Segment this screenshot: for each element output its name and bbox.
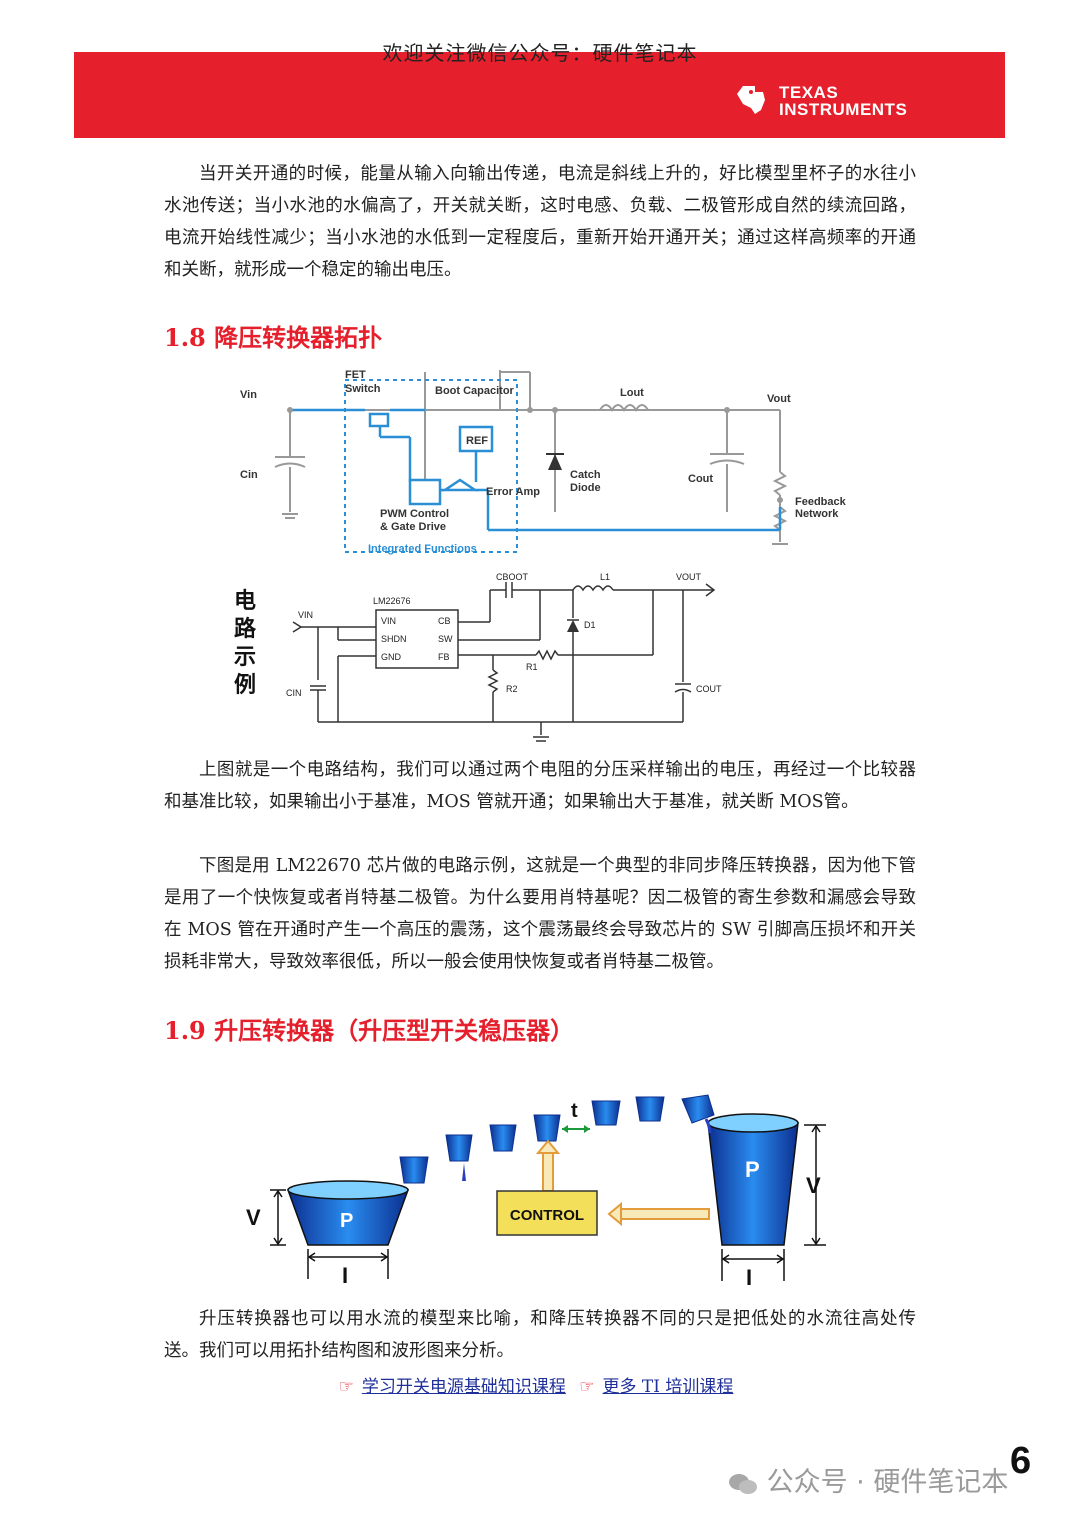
pointing-hand-icon: ☞ [338,1377,354,1397]
label-cin2: CIN [286,688,302,698]
label-pwm-2: & Gate Drive [380,521,446,533]
label-feedback-1: Feedback [795,496,847,508]
label-fet-1: FET [345,369,366,381]
pin-cb: CB [438,616,451,626]
label-cout2: COUT [696,684,722,694]
label-ref: REF [466,435,488,447]
v-right: V [806,1173,821,1198]
pointing-hand-icon: ☞ [579,1377,595,1397]
paragraph-1: 当开关开通的时候，能量从输入向输出传递，电流是斜线上升的，好比模型里杯子的水往小… [164,164,916,280]
label-pwm-1: PWM Control [380,508,449,520]
label-vout: Vout [767,393,791,405]
footer-watermark: 公众号 · 硬件笔记本 [728,1460,1008,1499]
pin-fb: FB [438,652,450,662]
label-error-amp: Error Amp [486,486,540,498]
link-switching-power-course[interactable]: 学习开关电源基础知识课程 [361,1377,566,1397]
paragraph-4: 升压转换器也可以用水流的模型来比喻，和降压转换器不同的只是把低处的水流往高处传送… [164,1309,916,1361]
side-label-2: 示 [234,644,256,669]
label-cin: Cin [240,469,258,481]
label-vin: Vin [240,389,257,401]
boost-water-model-diagram: P P V V I I t CONTROL [246,1094,826,1290]
buck-topology-diagram: Vin FET Switch Boot Capacitor Lout Vout … [240,369,847,555]
section-heading-1-9: 1.9 升压转换器（升压型开关稳压器） [164,1016,575,1045]
texas-map-icon [737,86,765,114]
paragraph-3: 下图是用 LM22670 芯片做的电路示例，这就是一个典型的非同步降压转换器，因… [164,856,916,972]
label-catch-2: Diode [570,482,601,494]
pin-vin: VIN [381,616,396,626]
side-label-0: 电 [234,588,256,613]
i-right: I [746,1265,752,1290]
label-r2: R2 [506,684,518,694]
label-vout2: VOUT [676,572,702,582]
label-fet-2: Switch [345,383,381,395]
side-label-3: 例 [234,672,256,697]
brand-line1: TEXAS [779,83,838,102]
paragraph-2: 上图就是一个电路结构，我们可以通过两个电阻的分压采样输出的电压，再经过一个比较器… [164,760,916,812]
ti-logo: TEXAS INSTRUMENTS [737,83,907,119]
lm22676-circuit-diagram: 电 路 示 例 [234,572,722,742]
label-cboot: CBOOT [496,572,529,582]
label-boot-cap: Boot Capacitor [435,385,515,397]
side-label-1: 路 [234,616,257,641]
label-feedback-2: Network [795,508,839,520]
pin-sw: SW [438,634,453,644]
label-vin2: VIN [298,610,313,620]
pin-gnd: GND [381,652,402,662]
label-catch-1: Catch [570,469,601,481]
p-left: P [340,1210,353,1232]
control-label: CONTROL [510,1207,584,1224]
course-links: ☞ 学习开关电源基础知识课程 ☞ 更多 TI 培训课程 [0,1372,1080,1397]
pin-shdn: SHDN [381,634,407,644]
page-number: 6 [1010,1440,1032,1482]
label-l1: L1 [600,572,610,582]
label-r1: R1 [526,662,538,672]
i-left: I [342,1263,348,1288]
p-right: P [745,1157,760,1182]
label-lout: Lout [620,387,644,399]
label-d1: D1 [584,620,596,630]
link-more-ti-courses[interactable]: 更多 TI 培训课程 [602,1377,734,1397]
t-label: t [571,1100,578,1122]
label-cout: Cout [688,473,713,485]
label-integrated: Integrated Functions [368,543,477,555]
section-heading-1-8: 1.8 降压转换器拓扑 [164,323,383,352]
brand-line2: INSTRUMENTS [779,100,907,119]
top-note: 欢迎关注微信公众号：硬件笔记本 [382,41,698,65]
wechat-icon [728,1472,758,1496]
header-banner [74,52,1005,138]
v-left: V [246,1205,261,1230]
label-chip: LM22676 [373,596,411,606]
